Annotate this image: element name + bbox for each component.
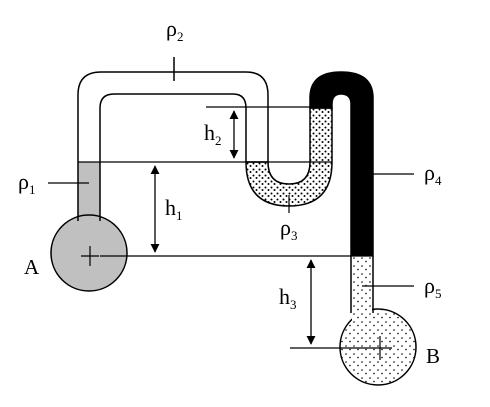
label-rho2: ρ2 xyxy=(166,16,183,44)
label-h2: h2 xyxy=(204,120,222,148)
label-point-a: A xyxy=(24,255,40,279)
vessel-a xyxy=(50,161,128,292)
dimension-arrows xyxy=(150,110,316,345)
reference-lines xyxy=(100,106,392,349)
label-h1: h1 xyxy=(165,195,183,223)
bulb-a xyxy=(50,214,128,292)
leader-lines xyxy=(48,173,414,287)
fluid-3-column xyxy=(245,107,333,207)
label-point-b: B xyxy=(426,344,440,368)
upper-tube xyxy=(77,57,269,162)
bulb-b xyxy=(339,308,417,386)
label-rho1: ρ1 xyxy=(18,169,35,197)
label-rho5: ρ5 xyxy=(424,273,441,301)
vessel-b xyxy=(339,256,417,386)
label-h3: h3 xyxy=(279,284,297,312)
fluid-1-column xyxy=(78,162,100,224)
lower-u-tube xyxy=(245,107,333,207)
label-rho3: ρ3 xyxy=(280,215,297,243)
label-rho4: ρ4 xyxy=(424,160,442,188)
